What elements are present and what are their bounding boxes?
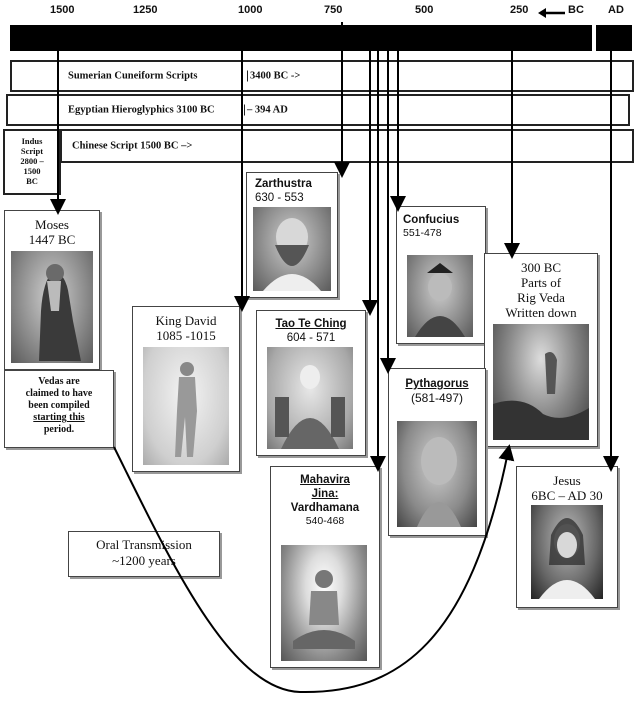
oral-transmission-line1: Oral Transmission	[96, 537, 192, 552]
jesus-card: Jesus 6BC – AD 30	[516, 466, 618, 608]
indus-line2: Script	[20, 146, 44, 156]
mahavira-card: Mahavira Jina: Vardhamana 540-468	[270, 466, 380, 668]
egyptian-band: Egyptian Hieroglyphics 3100 BC – 394 AD	[6, 94, 630, 126]
king-david-card: King David 1085 -1015	[132, 306, 240, 472]
tao-te-ching-date: 604 - 571	[286, 332, 336, 344]
rig-veda-line2: Parts of	[520, 275, 562, 290]
sumerian-range: 3400 BC ->	[247, 70, 300, 82]
zarathustra-portrait-image	[253, 207, 331, 291]
confucius-date: 551-478	[403, 227, 442, 239]
oral-transmission-curve	[113, 444, 515, 694]
tick-ad: AD	[608, 4, 624, 16]
tick-1500: 1500	[50, 4, 75, 16]
indus-line5: BC	[26, 176, 38, 186]
chinese-label: Chinese Script 1500 BC –>	[72, 140, 193, 152]
confucius-portrait-image	[407, 255, 473, 337]
king-david-name: King David	[155, 313, 217, 328]
rig-veda-painting-image	[493, 324, 589, 440]
left-arrow-icon	[538, 8, 565, 18]
pythagorus-name: Pythagorus	[405, 378, 469, 390]
mahavira-line1: Mahavira	[300, 474, 350, 486]
tao-te-ching-card: Tao Te Ching 604 - 571	[256, 310, 366, 456]
king-david-date: 1085 -1015	[156, 328, 216, 343]
mahavira-line3: Vardhamana	[290, 502, 360, 514]
tick-1250: 1250	[133, 4, 158, 16]
tao-te-ching-image	[267, 347, 353, 449]
egyptian-range: – 394 AD	[244, 104, 288, 116]
moses-card: Moses 1447 BC	[4, 210, 100, 370]
jesus-name: Jesus	[553, 473, 581, 488]
rig-veda-card: 300 BC Parts of Rig Veda Written down	[484, 253, 598, 447]
chinese-band: Chinese Script 1500 BC –>	[60, 129, 634, 163]
sumerian-band: Sumerian Cuneiform Scripts 3400 BC ->	[10, 60, 634, 92]
indus-band: Indus Script 2800 – 1500 BC	[3, 129, 61, 195]
oral-transmission-line2: ~1200 years	[112, 553, 176, 568]
pythagorus-bust-image	[397, 421, 477, 527]
tick-bc: BC	[568, 4, 584, 16]
jesus-date: 6BC – AD 30	[531, 488, 603, 503]
tick-500: 500	[415, 4, 434, 16]
vedas-line3: been compiled	[28, 400, 90, 411]
vedas-line2: claimed to have	[25, 388, 93, 399]
mahavira-line2: Jina:	[311, 488, 339, 500]
vedas-note: Vedas are claimed to have been compiled …	[4, 370, 114, 448]
tao-te-ching-name: Tao Te Ching	[275, 318, 347, 330]
confucius-name: Confucius	[403, 214, 460, 226]
indus-line1: Indus	[21, 136, 43, 146]
pythagorus-card: Pythagorus (581-497)	[388, 368, 486, 536]
tick-750: 750	[324, 4, 343, 16]
king-david-statue-image	[143, 347, 229, 465]
zarathustra-card: Zarthustra 630 - 553	[246, 172, 338, 298]
moses-name: Moses	[35, 217, 69, 232]
vedas-line1: Vedas are	[38, 376, 80, 387]
tick-250: 250	[510, 4, 529, 16]
oral-transmission-note: Oral Transmission ~1200 years	[68, 531, 220, 577]
moses-statue-image	[11, 251, 93, 363]
moses-date: 1447 BC	[28, 232, 76, 247]
jesus-portrait-image	[531, 505, 603, 599]
indus-line4: 1500	[23, 166, 41, 176]
egyptian-label: Egyptian Hieroglyphics 3100 BC	[68, 104, 215, 116]
pythagorus-date: (581-497)	[410, 391, 464, 405]
rig-veda-line3: Rig Veda	[517, 290, 565, 305]
zarathustra-date: 630 - 553	[255, 192, 304, 204]
mahavira-date: 540-468	[305, 515, 345, 527]
rig-veda-line1: 300 BC	[520, 260, 562, 275]
sumerian-label: Sumerian Cuneiform Scripts	[68, 70, 198, 82]
zarathustra-name: Zarthustra	[255, 178, 312, 190]
tick-1000: 1000	[238, 4, 263, 16]
confucius-card: Confucius 551-478	[396, 206, 486, 344]
vedas-line4: starting this	[33, 412, 85, 423]
bc-ad-divider	[592, 25, 596, 51]
indus-line3: 2800 –	[20, 156, 44, 166]
mahavira-image	[281, 545, 367, 661]
vedas-line5: period.	[43, 424, 75, 435]
timeline-bar	[10, 25, 632, 51]
rig-veda-line4: Written down	[505, 305, 577, 320]
